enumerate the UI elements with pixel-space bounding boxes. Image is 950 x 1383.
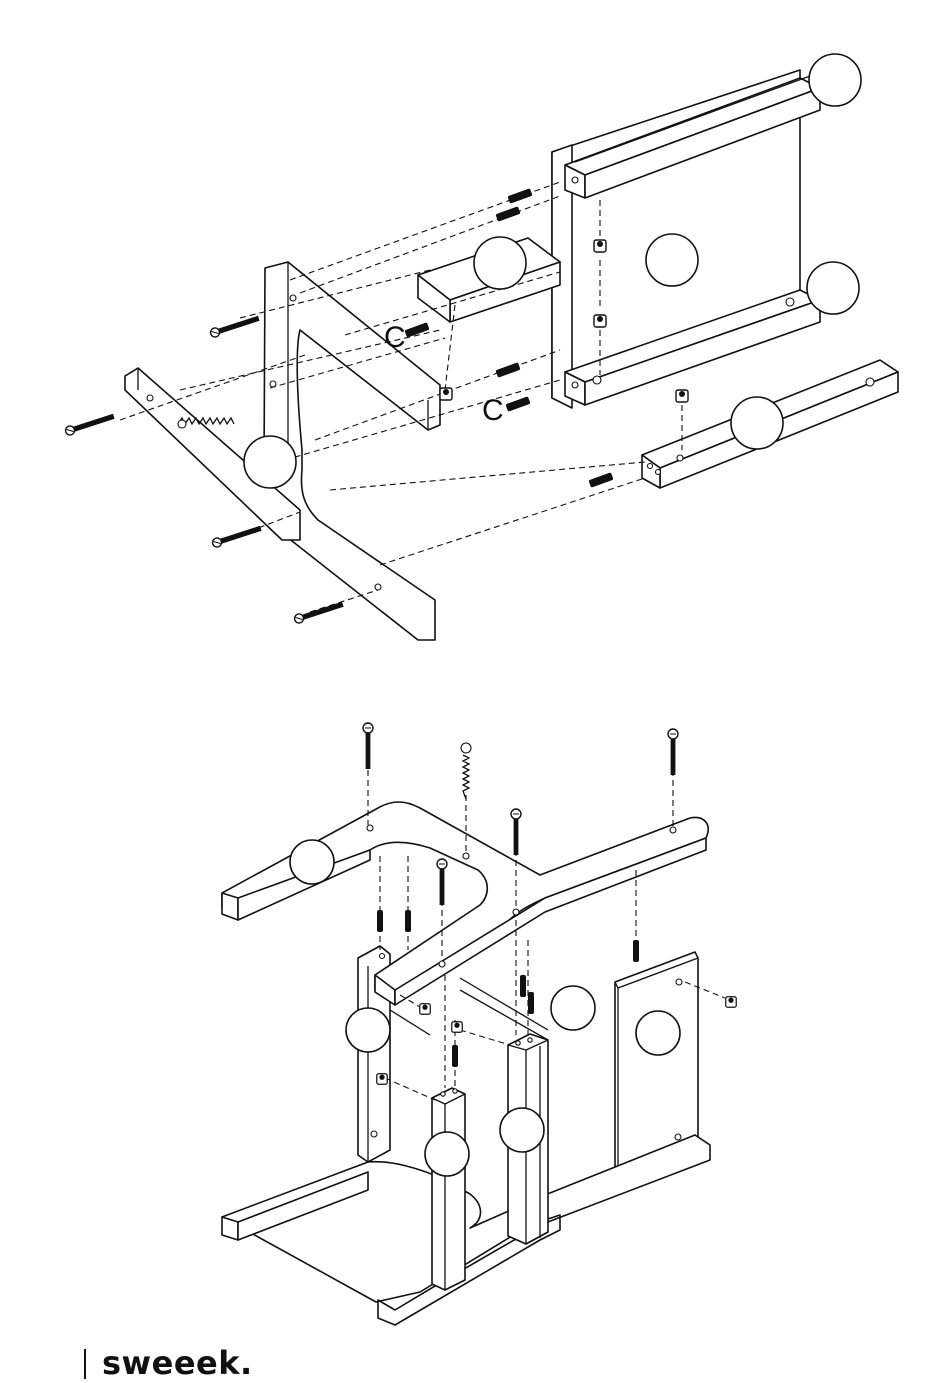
callout-circle bbox=[807, 262, 859, 314]
part-label-c: C bbox=[384, 321, 406, 354]
dowel-icon bbox=[588, 472, 613, 488]
callout-circle bbox=[290, 840, 334, 884]
center-leg-front bbox=[432, 1088, 465, 1290]
cam-nut-icon bbox=[594, 240, 606, 252]
step-one-exploded-view: C C bbox=[64, 54, 898, 640]
screw-icon bbox=[209, 314, 260, 338]
screw-icon bbox=[668, 729, 678, 775]
callout-circle bbox=[731, 397, 783, 449]
dowel-icon bbox=[505, 396, 530, 412]
dowel-icon bbox=[495, 362, 520, 378]
callout-circle bbox=[425, 1132, 469, 1176]
screw-icon bbox=[64, 412, 115, 436]
dowel-icon bbox=[405, 910, 411, 932]
callout-circle bbox=[551, 986, 595, 1030]
callout-circle bbox=[346, 1008, 390, 1052]
callout-circle bbox=[500, 1108, 544, 1152]
dowel-icon bbox=[452, 1045, 458, 1067]
screw-icon bbox=[293, 600, 344, 624]
cam-nut-icon bbox=[440, 388, 452, 400]
callout-circle bbox=[809, 54, 861, 106]
screw-icon bbox=[211, 524, 262, 548]
screw-icon bbox=[437, 859, 447, 905]
wood-screw-vertical bbox=[461, 743, 471, 799]
step-two-assembly-view bbox=[222, 723, 736, 1325]
callout-circle bbox=[646, 234, 698, 286]
cam-nut-icon bbox=[594, 315, 606, 327]
screw-icon bbox=[363, 723, 373, 769]
dowel-icon bbox=[377, 910, 383, 932]
cam-nut-icon bbox=[377, 1074, 388, 1085]
dowel-icon bbox=[520, 975, 526, 997]
cam-nut-icon bbox=[420, 1004, 431, 1015]
callout-circle bbox=[474, 237, 526, 289]
brand-logo: sweeek. bbox=[102, 1343, 253, 1383]
brand-divider bbox=[84, 1349, 86, 1379]
callout-circle bbox=[636, 1011, 680, 1055]
cam-nut-icon bbox=[452, 1022, 463, 1033]
screw-icon bbox=[511, 809, 521, 855]
dowel-icon bbox=[528, 992, 534, 1014]
cam-nut-icon bbox=[726, 997, 737, 1008]
dowel-icon bbox=[507, 188, 532, 204]
cam-nut-icon bbox=[676, 390, 688, 402]
callout-circle bbox=[244, 436, 296, 488]
dowel-icon bbox=[495, 206, 520, 222]
part-label-c: C bbox=[482, 394, 504, 427]
dowel-icon bbox=[633, 940, 639, 962]
